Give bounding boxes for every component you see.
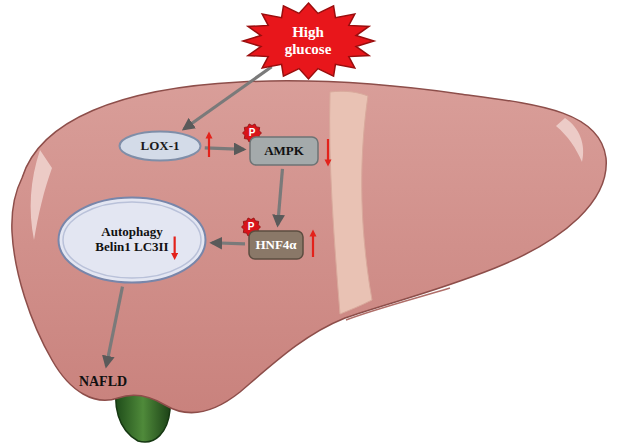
node-text-group: HNF4α <box>255 238 296 253</box>
change-arrow <box>174 237 176 257</box>
node-label: High glucose <box>273 24 343 59</box>
change-arrow <box>312 233 314 257</box>
node-label: Autophagy <box>82 225 182 240</box>
change-arrow <box>327 139 329 163</box>
node-text-group: NAFLD <box>79 374 127 390</box>
phospho-label: P <box>245 128 259 138</box>
liver-outline <box>12 81 606 413</box>
change-arrow <box>208 135 210 157</box>
falciform-ligament <box>330 91 372 314</box>
liver-lobe-line <box>346 288 450 320</box>
node-text-group: High glucose <box>273 24 343 59</box>
arrow-connector <box>106 287 122 366</box>
node-text-group: AutophagyBelin1 LC3II <box>82 225 182 255</box>
text-node: NAFLD <box>76 371 130 393</box>
ellipse-node: LOX-1 <box>118 130 202 162</box>
ellipse-node: AutophagyBelin1 LC3II <box>57 196 207 284</box>
process-box: HNF4α <box>248 230 304 260</box>
node-label: HNF4α <box>255 238 296 253</box>
node-label: AMPK <box>264 144 304 159</box>
arrow-connector <box>278 169 283 225</box>
ellipse-outline <box>120 132 201 161</box>
arrow-connector <box>212 243 245 244</box>
starburst-node: High glucose <box>242 2 375 80</box>
ellipse-outline <box>59 198 206 283</box>
liver-highlight <box>31 150 52 240</box>
process-box: AMPK <box>249 136 319 166</box>
box-outline <box>249 231 303 259</box>
liver-highlight <box>556 118 583 162</box>
arrow-connector <box>184 67 272 129</box>
node-label: LOX-1 <box>141 139 180 154</box>
node-label: NAFLD <box>79 374 127 390</box>
node-text-group: LOX-1 <box>141 139 180 154</box>
arrow-connector <box>205 148 244 150</box>
node-label: Belin1 LC3II <box>82 240 182 255</box>
phospho-label: P <box>244 222 258 232</box>
node-text-group: AMPK <box>264 144 304 159</box>
ellipse-inner-ring <box>63 202 201 278</box>
box-outline <box>250 137 318 165</box>
starburst-outline <box>243 3 374 79</box>
